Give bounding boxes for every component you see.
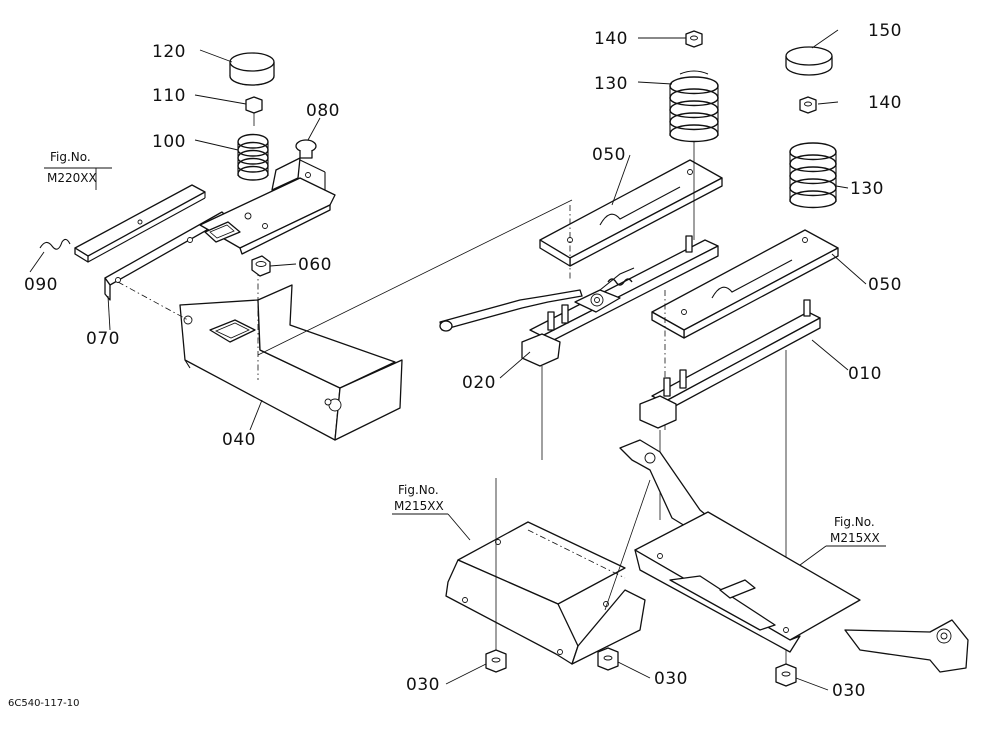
part-120-cap bbox=[229, 52, 275, 86]
part-030-nut-c bbox=[775, 663, 797, 687]
label-050-center: 050 bbox=[592, 145, 626, 165]
label-070: 070 bbox=[86, 329, 120, 349]
ref-m215xx-bracket-right bbox=[634, 511, 969, 673]
label-130-center: 130 bbox=[594, 74, 628, 94]
part-070-mounting-plate bbox=[104, 211, 229, 321]
part-110-nut bbox=[245, 96, 263, 126]
label-140-center: 140 bbox=[594, 29, 628, 49]
part-100-spring bbox=[237, 133, 269, 181]
label-080: 080 bbox=[306, 101, 340, 121]
part-060-nut bbox=[251, 255, 271, 277]
label-030-b: 030 bbox=[654, 669, 688, 689]
connector-line-left-center bbox=[257, 199, 573, 356]
drawing-code: 6C540-117-10 bbox=[8, 698, 79, 709]
part-130-spring-right bbox=[789, 142, 837, 209]
label-150: 150 bbox=[868, 21, 902, 41]
fig-ref-left-code: M220XX bbox=[47, 171, 97, 185]
part-030-nut-a bbox=[485, 478, 507, 673]
label-110: 110 bbox=[152, 86, 186, 106]
fig-ref-left-title: Fig.No. bbox=[50, 150, 91, 164]
part-030-nut-b bbox=[597, 647, 619, 671]
part-050-upper-rail-center bbox=[539, 159, 723, 280]
part-140-nut-center bbox=[685, 30, 703, 48]
label-030-c: 030 bbox=[832, 681, 866, 701]
part-number-labels: 120 110 100 080 060 090 070 040 140 130 … bbox=[24, 21, 902, 701]
part-140-nut-right bbox=[799, 96, 817, 114]
part-050-upper-rail-right bbox=[651, 229, 839, 430]
label-100: 100 bbox=[152, 132, 186, 152]
fig-ref-right-title: Fig.No. bbox=[834, 515, 875, 529]
part-040-base-bracket bbox=[179, 270, 403, 441]
part-020-slide-rail bbox=[439, 235, 719, 460]
part-080-knob bbox=[295, 139, 317, 159]
fig-ref-right-code: M215XX bbox=[830, 531, 880, 545]
ref-m220xx-rail bbox=[74, 184, 206, 263]
label-130-right: 130 bbox=[850, 179, 884, 199]
label-030-a: 030 bbox=[406, 675, 440, 695]
label-120: 120 bbox=[152, 42, 186, 62]
label-020: 020 bbox=[462, 373, 496, 393]
part-seat-support-bracket bbox=[199, 157, 336, 255]
part-130-spring-center bbox=[669, 70, 719, 240]
leader-lines bbox=[29, 29, 886, 691]
label-040: 040 bbox=[222, 430, 256, 450]
figure-reference-labels: Fig.No. M220XX Fig.No. M215XX Fig.No. M2… bbox=[47, 150, 880, 545]
fig-ref-center-title: Fig.No. bbox=[398, 483, 439, 497]
part-090-clip bbox=[39, 238, 71, 250]
label-050-right: 050 bbox=[868, 275, 902, 295]
ref-m215xx-bracket-center bbox=[445, 521, 646, 665]
fig-ref-center-code: M215XX bbox=[394, 499, 444, 513]
label-090: 090 bbox=[24, 275, 58, 295]
label-010: 010 bbox=[848, 364, 882, 384]
label-060: 060 bbox=[298, 255, 332, 275]
part-150-cap bbox=[785, 46, 833, 76]
label-140-right: 140 bbox=[868, 93, 902, 113]
part-linkage-arm bbox=[604, 439, 713, 611]
